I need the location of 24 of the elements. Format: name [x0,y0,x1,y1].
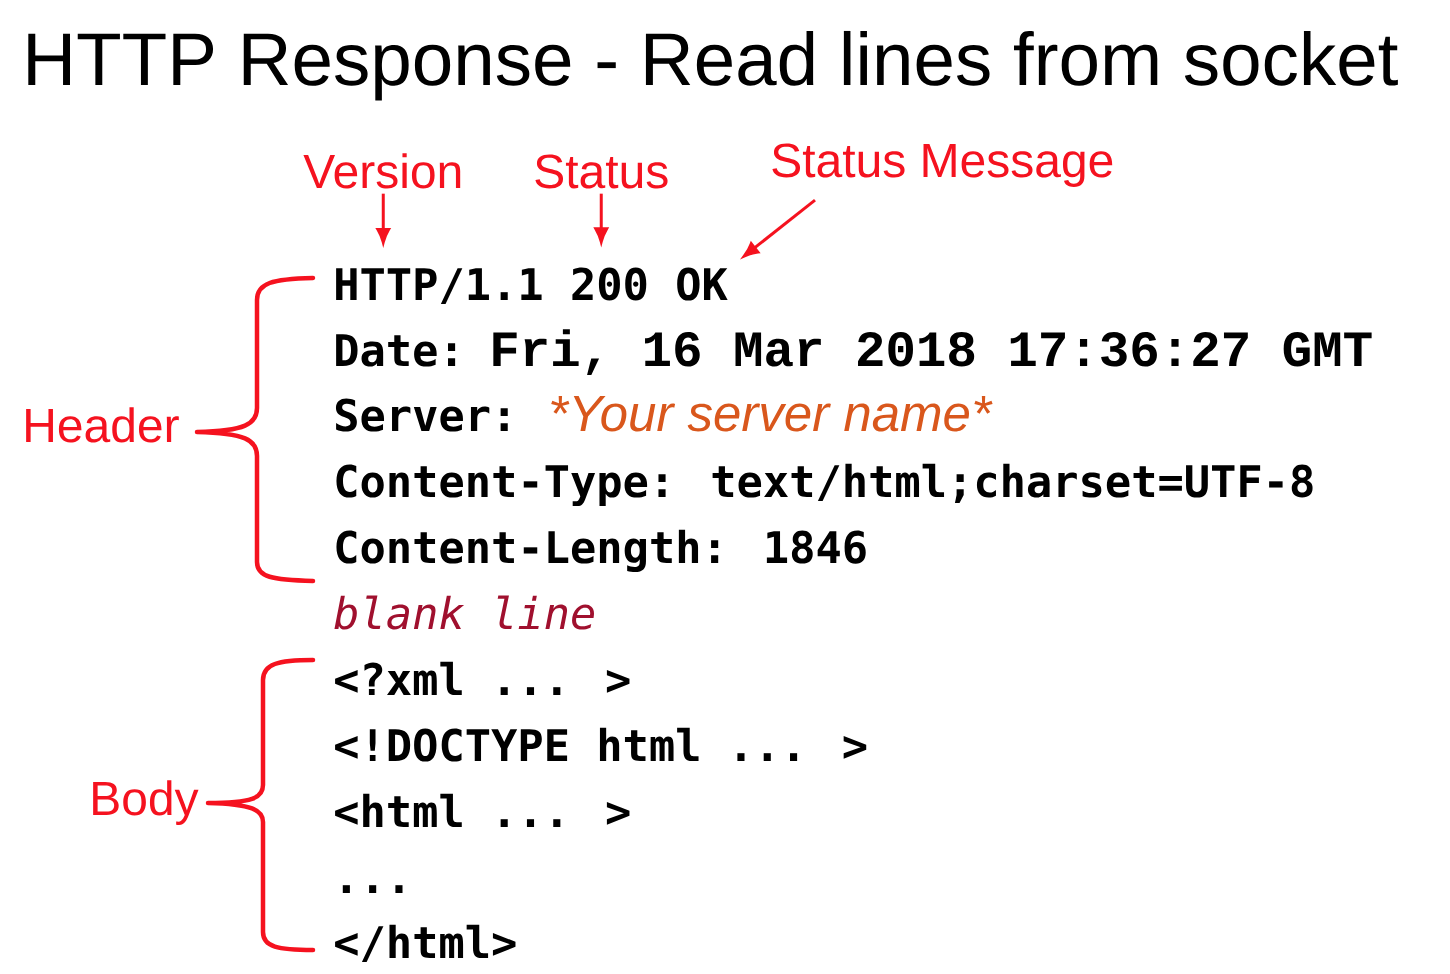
asterisk: * [551,395,570,414]
code-line: Server: [335,398,508,432]
code-line: Fri, 16 Mar 2018 17:36:27 GMT [493,329,1372,375]
code-text: OK [677,267,728,301]
callout-label: Version [303,153,461,189]
code-line: Content-Length: 1846 [336,529,866,573]
code-line: <html ... > [335,793,630,827]
code-line: ... [342,885,403,893]
asterisk: * [974,395,993,414]
code-line: Date: [336,334,456,367]
callout-label: Status Message [772,143,1113,187]
title: HTTP Response - Read lines from socket [28,30,1398,101]
arrow [743,199,816,258]
code-line: blank line [334,595,594,630]
code-line: <!DOCTYPE html ... > [335,727,867,762]
callout-label: Status [535,154,668,189]
code-line: Content-Type: text/html;charset=UTF-8 [336,463,1313,507]
code-line: </html> [335,924,516,963]
brace-label: Header [26,407,179,443]
brace-label: Body [93,780,199,825]
code-text: HTTP/1.1 [336,268,542,305]
code-text: 200 [572,267,647,301]
code-line: <?xml ... > [335,661,630,695]
placeholder-text: Your server name [573,395,969,432]
